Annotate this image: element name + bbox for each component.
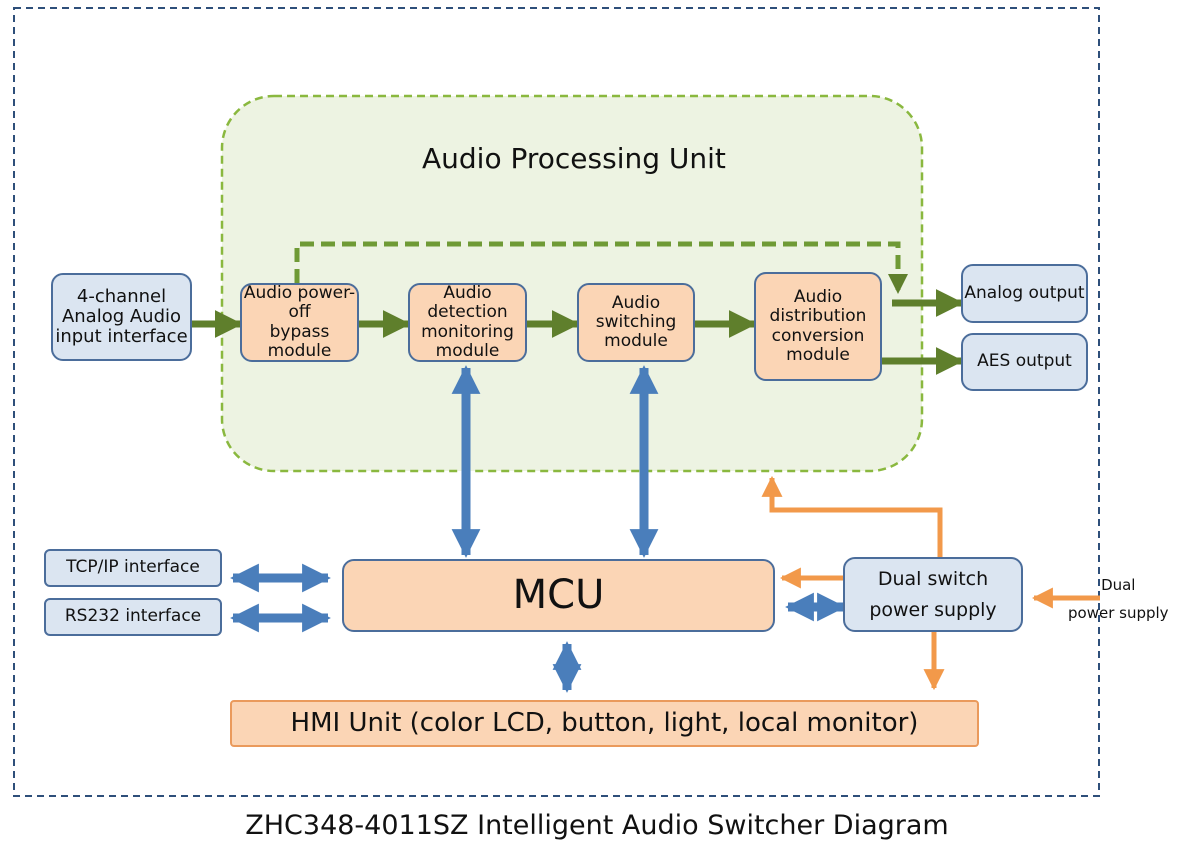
mcu: MCU (342, 559, 775, 632)
dual-switch-power-supply: Dual switch power supply (843, 557, 1023, 632)
external-power-label: Dual power supply (1068, 576, 1169, 622)
analog-input-interface: 4-channel Analog Audio input interface (51, 273, 192, 361)
hmi-unit: HMI Unit (color LCD, button, light, loca… (230, 700, 979, 747)
analog-output: Analog output (961, 264, 1088, 323)
bypass-dashed-path (294, 241, 908, 294)
distribution-conversion-module: Audio distribution conversion module (754, 272, 882, 381)
bypass-module: Audio power-off bypass module (240, 283, 359, 362)
diagram-title: ZHC348-4011SZ Intelligent Audio Switcher… (245, 810, 949, 841)
rs232-interface: RS232 interface (44, 598, 222, 636)
detection-monitoring-module: Audio detection monitoring module (408, 283, 527, 362)
power-to-processing (761, 475, 943, 557)
tcpip-interface: TCP/IP interface (44, 549, 222, 587)
outer-frame (13, 7, 1100, 797)
processing-unit-region (220, 94, 924, 473)
aes-output: AES output (961, 333, 1088, 391)
processing-unit-label: Audio Processing Unit (422, 142, 726, 175)
switching-module: Audio switching module (577, 283, 695, 362)
